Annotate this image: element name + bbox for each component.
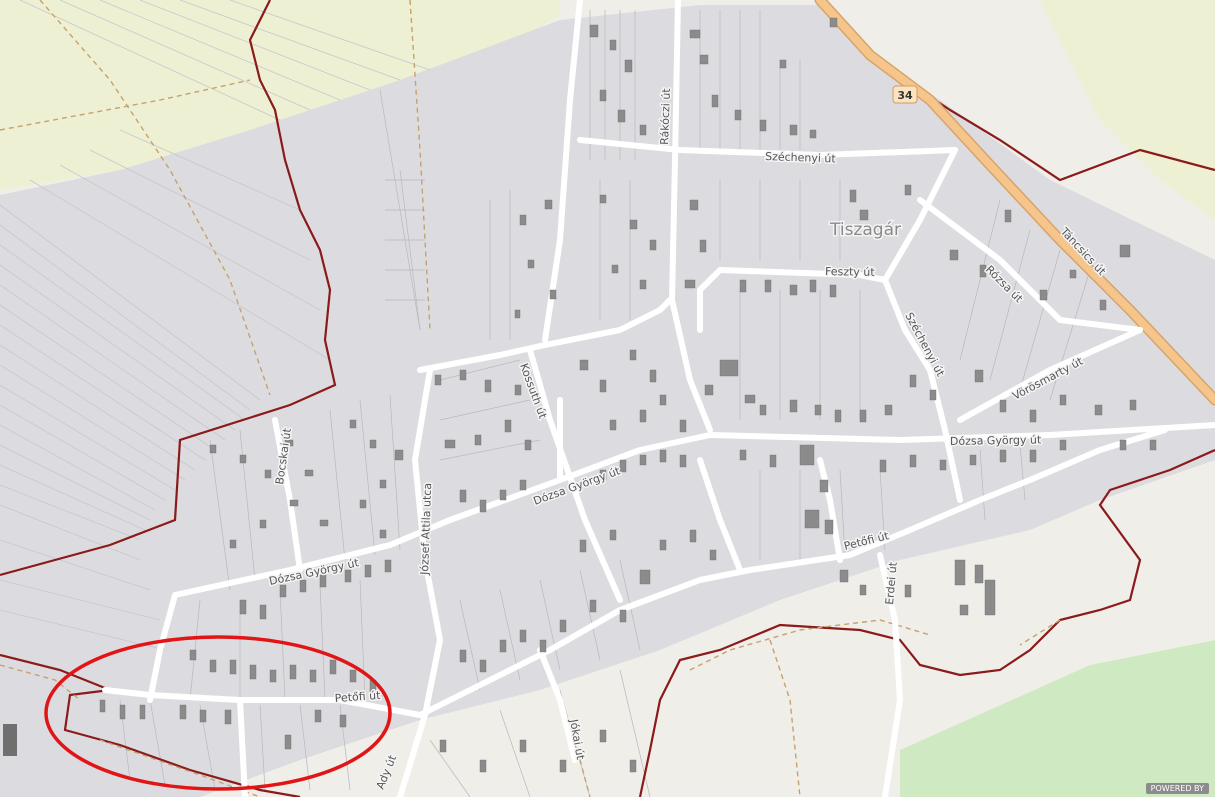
farmland-area <box>0 0 560 190</box>
street-label: Feszty út <box>825 265 876 279</box>
field-lines-west <box>0 0 431 651</box>
street-label: Széchenyi út <box>765 150 837 165</box>
road-shield-34: 34 <box>892 85 918 104</box>
street-label: Erdei út <box>883 561 900 606</box>
side-control-handle[interactable] <box>3 724 17 756</box>
street-label: Rákóczi út <box>658 87 673 145</box>
primary-road-34 <box>816 0 1215 404</box>
svg-text:34: 34 <box>897 89 913 102</box>
annotation-ellipse <box>44 635 392 791</box>
open-land-south <box>390 560 1215 797</box>
parcel-lines <box>119 10 1091 797</box>
street-label: Petőfi út <box>334 689 381 705</box>
meadow-area <box>900 640 1215 797</box>
street-label: Dózsa György út <box>950 433 1042 448</box>
farmland-area-east <box>1040 0 1215 220</box>
streets <box>102 0 1215 797</box>
residential-area <box>0 5 1215 797</box>
buildings <box>99 17 1157 773</box>
place-label-tiszagar: Tiszagár <box>829 220 901 240</box>
street-label: József Attila utca <box>418 483 434 576</box>
attribution-badge[interactable]: POWERED BY <box>1145 783 1209 794</box>
